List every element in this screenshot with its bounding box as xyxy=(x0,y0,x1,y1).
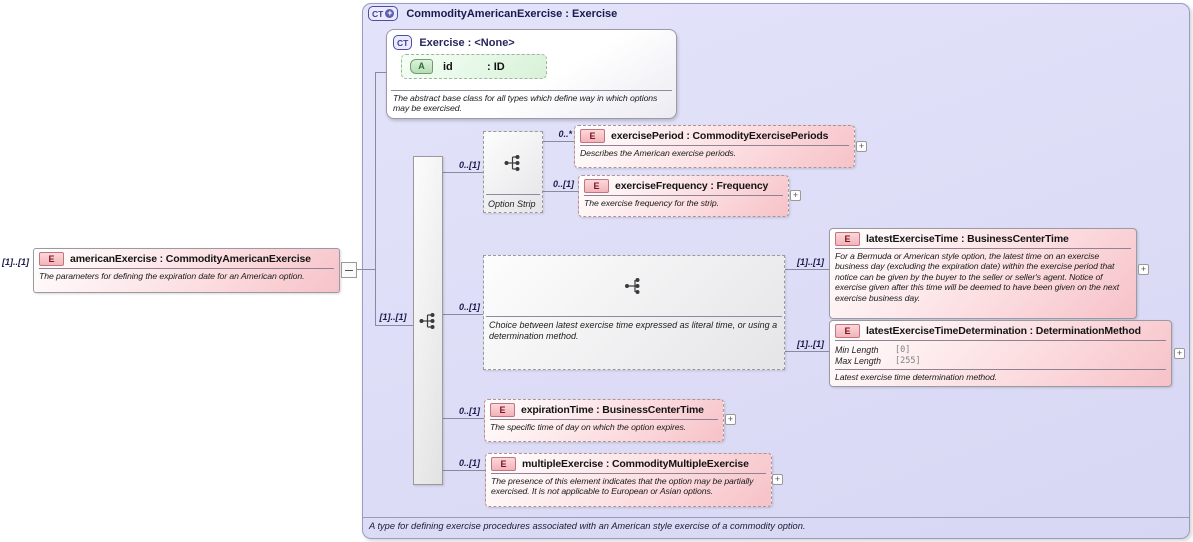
cardinality-label: 0..* xyxy=(558,129,572,139)
element-title: exercisePeriod : CommodityExercisePeriod… xyxy=(611,130,829,142)
divider xyxy=(835,248,1131,249)
expand-button[interactable]: + xyxy=(1138,264,1149,275)
expand-button[interactable]: + xyxy=(725,414,736,425)
attribute-type: : ID xyxy=(487,60,505,73)
divider xyxy=(486,316,782,317)
sequence-icon xyxy=(504,155,519,171)
divider xyxy=(491,473,766,474)
element-icon: E xyxy=(584,179,609,193)
connector-line xyxy=(785,351,829,352)
element-icon: E xyxy=(580,129,605,143)
complextype-icon: CT + xyxy=(368,6,399,21)
cardinality-label: 0..[1] xyxy=(458,302,480,312)
cardinality-label: 0..[1] xyxy=(552,179,574,189)
choice-icon xyxy=(625,278,640,294)
divider xyxy=(580,145,849,146)
footer-divider xyxy=(363,517,1189,518)
divider xyxy=(486,194,540,195)
basetype-title: Exercise : <None> xyxy=(419,36,515,49)
element-annotation: The exercise frequency for the strip. xyxy=(584,198,719,208)
cardinality-label: [1]..[1] xyxy=(797,257,824,267)
group-annotation: Choice between latest exercise time expr… xyxy=(489,320,778,341)
connector-line xyxy=(443,470,485,471)
attribute-id[interactable]: A id : ID xyxy=(401,54,547,79)
sequence-compositor[interactable] xyxy=(413,156,443,485)
cardinality-label: [1]..[1] xyxy=(2,257,29,267)
element-annotation: Latest exercise time determination metho… xyxy=(835,372,997,382)
connector-line xyxy=(375,72,386,73)
derived-plus-icon: + xyxy=(385,8,395,18)
connector-line xyxy=(357,269,376,270)
element-annotation: The specific time of day on which the op… xyxy=(490,422,687,432)
attribute-icon: A xyxy=(410,59,433,74)
element-exercisePeriod[interactable]: E exercisePeriod : CommodityExercisePeri… xyxy=(574,125,855,168)
minus-icon xyxy=(345,269,353,271)
facet-list: Min Length [0] Max Length [255] xyxy=(835,343,1166,368)
element-exerciseFrequency[interactable]: E exerciseFrequency : Frequency The exer… xyxy=(578,175,789,217)
cardinality-label: [1]..[1] xyxy=(379,312,407,322)
element-annotation: For a Bermuda or American style option, … xyxy=(835,251,1120,303)
complextype-header[interactable]: CT + CommodityAmericanExercise : Exercis… xyxy=(368,6,617,21)
expand-button[interactable]: + xyxy=(856,141,867,152)
element-title: latestExerciseTimeDetermination : Determ… xyxy=(866,325,1141,337)
element-icon: E xyxy=(39,252,64,266)
connector-line xyxy=(542,141,574,142)
connector-line xyxy=(375,72,376,326)
element-annotation: The parameters for defining the expirati… xyxy=(39,271,305,281)
element-icon: E xyxy=(490,403,515,417)
element-multipleExercise[interactable]: E multipleExercise : CommodityMultipleEx… xyxy=(485,453,772,507)
group-choice[interactable]: Choice between latest exercise time expr… xyxy=(483,255,785,370)
cardinality-label: 0..[1] xyxy=(458,160,480,170)
expand-button[interactable]: + xyxy=(1174,348,1185,359)
element-annotation: Describes the American exercise periods. xyxy=(580,148,736,158)
element-annotation: The presence of this element indicates t… xyxy=(491,476,754,497)
element-expirationTime[interactable]: E expirationTime : BusinessCenterTime Th… xyxy=(484,399,724,442)
cardinality-label: 0..[1] xyxy=(458,458,480,468)
connector-line xyxy=(785,269,829,270)
connector-line xyxy=(443,418,484,419)
connector-line xyxy=(443,314,483,315)
sequence-icon xyxy=(419,312,434,329)
divider xyxy=(490,419,718,420)
facet-value: [255] xyxy=(895,355,921,366)
element-title: multipleExercise : CommodityMultipleExer… xyxy=(522,458,749,470)
cardinality-label: 0..[1] xyxy=(458,406,480,416)
element-latestExerciseTimeDetermination[interactable]: E latestExerciseTimeDetermination : Dete… xyxy=(829,320,1172,387)
facet-label: Max Length xyxy=(835,355,881,366)
element-icon: E xyxy=(491,457,516,471)
facet-row: Max Length [255] xyxy=(835,355,1166,366)
facet-label: Min Length xyxy=(835,344,879,355)
element-title: expirationTime : BusinessCenterTime xyxy=(521,404,704,416)
complextype-title: CommodityAmericanExercise : Exercise xyxy=(406,7,618,20)
facet-value: [0] xyxy=(895,344,911,355)
connector-line xyxy=(443,172,483,173)
complextype-annotation: A type for defining exercise procedures … xyxy=(369,521,806,531)
facet-row: Min Length [0] xyxy=(835,344,1166,355)
divider xyxy=(835,369,1166,370)
divider xyxy=(835,340,1166,341)
element-latestExerciseTime[interactable]: E latestExerciseTime : BusinessCenterTim… xyxy=(829,228,1137,319)
basetype-Exercise[interactable]: CT Exercise : <None> A id : ID The abstr… xyxy=(386,29,677,119)
divider xyxy=(584,195,783,196)
expand-button[interactable]: + xyxy=(790,190,801,201)
divider xyxy=(391,90,672,91)
cardinality-label: [1]..[1] xyxy=(797,339,824,349)
element-title: latestExerciseTime : BusinessCenterTime xyxy=(866,233,1069,245)
element-icon: E xyxy=(835,324,860,338)
collapse-connector-icon[interactable] xyxy=(341,262,357,278)
element-americanExercise[interactable]: E americanExercise : CommodityAmericanEx… xyxy=(33,248,340,293)
divider xyxy=(39,268,334,269)
group-label: Option Strip xyxy=(488,199,536,209)
connector-line xyxy=(542,191,578,192)
complextype-icon: CT xyxy=(393,35,413,50)
expand-button[interactable]: + xyxy=(772,474,783,485)
element-icon: E xyxy=(835,232,860,246)
attribute-name: id xyxy=(443,60,453,73)
connector-line xyxy=(375,325,413,326)
element-title: exerciseFrequency : Frequency xyxy=(615,180,769,192)
group-option-strip[interactable]: Option Strip xyxy=(483,131,543,213)
basetype-annotation: The abstract base class for all types wh… xyxy=(393,93,658,114)
element-title: americanExercise : CommodityAmericanExer… xyxy=(70,253,311,265)
